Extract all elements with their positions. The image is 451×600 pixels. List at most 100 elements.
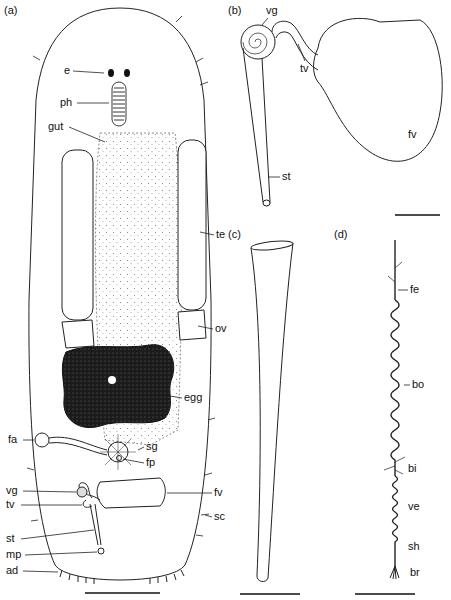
part-label: ov (215, 322, 227, 335)
copulatory-organ-b (272, 21, 318, 55)
part-label: st (282, 170, 291, 183)
leader-lines (23, 440, 34, 441)
part-label: gut (48, 120, 63, 133)
sperm-d (384, 240, 405, 579)
adhesive-glands (69, 574, 70, 580)
part-label: tv (6, 498, 15, 511)
leader-lines (262, 18, 268, 25)
leader-lines (21, 530, 94, 539)
leader-lines (404, 385, 410, 386)
sensory-cilia (176, 16, 182, 22)
leader-lines (268, 177, 280, 178)
leader-lines (21, 505, 82, 506)
female-genital-system (49, 443, 107, 455)
stylet-c (251, 239, 294, 251)
scale-bars (85, 592, 160, 594)
part-label: fe (410, 283, 419, 296)
testes (62, 150, 93, 320)
sensory-cilia (27, 468, 34, 470)
part-label: vg (6, 484, 18, 497)
testes (178, 140, 206, 310)
adhesive-glands (158, 577, 159, 583)
adhesive-glands (60, 570, 62, 577)
part-label: sc (214, 510, 225, 523)
sensory-cilia (208, 418, 215, 420)
sensory-cilia (33, 56, 40, 60)
leader-lines (200, 232, 214, 235)
female-genital-system (117, 456, 122, 461)
panel-letter: (a) (4, 4, 17, 17)
part-label: fv (214, 486, 223, 499)
part-label: sg (146, 440, 158, 453)
panel-letter: (b) (228, 4, 241, 17)
leader-lines (198, 326, 213, 329)
part-label: egg (184, 391, 202, 404)
female-genital-system (35, 433, 136, 470)
adhesive-glands (174, 574, 176, 580)
sensory-cilia (200, 82, 208, 85)
egg (62, 345, 173, 428)
sperm-d (390, 566, 399, 579)
female-genital-system (35, 433, 49, 447)
leader-lines (23, 491, 76, 492)
adhesive-glands (181, 570, 184, 576)
male-genital-system (97, 478, 165, 508)
sperm-d (394, 240, 395, 300)
eyes (108, 69, 130, 77)
sperm-d (388, 262, 402, 282)
scale-bars (395, 214, 440, 216)
female-genital-system (100, 434, 136, 470)
male-genital-system (77, 487, 87, 497)
leader-lines (77, 103, 109, 104)
adhesive-glands (60, 570, 184, 584)
leader-lines (23, 571, 58, 572)
part-label: fp (146, 456, 155, 469)
eyes (108, 69, 114, 77)
part-label: ve (408, 500, 420, 513)
copulatory-organ-b (263, 200, 270, 206)
part-label: tv (300, 62, 309, 75)
adhesive-glands (166, 576, 167, 582)
leader-lines (398, 290, 408, 291)
leader-lines (205, 515, 212, 517)
sensory-cilia (201, 514, 209, 515)
leader-lines (73, 71, 104, 73)
pharynx (112, 82, 126, 126)
sensory-cilia (27, 16, 215, 536)
male-genital-system (98, 548, 104, 554)
part-label: te (216, 228, 225, 241)
sperm-d (393, 476, 398, 566)
testes (62, 140, 206, 320)
leader-lines (167, 493, 212, 494)
egg (62, 345, 173, 428)
copulatory-organ-b (243, 33, 267, 54)
stylet-c (251, 243, 293, 582)
leader-lines (69, 127, 105, 142)
leader-lines (25, 552, 97, 555)
sensory-cilia (205, 473, 212, 475)
panel-letter: (c) (228, 228, 241, 241)
female-genital-system (49, 437, 107, 450)
part-label: br (410, 566, 420, 579)
copulatory-organ-b (314, 18, 443, 161)
panel-letter: (d) (334, 228, 347, 241)
scale-bars (355, 593, 415, 595)
ovaries (62, 310, 206, 348)
stylet-c (251, 239, 294, 581)
pharynx (112, 82, 126, 126)
sensory-cilia (31, 520, 38, 521)
sensory-cilia (196, 535, 203, 536)
part-label: mp (6, 548, 21, 561)
sensory-cilia (196, 58, 203, 62)
part-label: ph (60, 96, 72, 109)
scale-bars (240, 593, 300, 595)
sperm-d (391, 300, 399, 476)
male-genital-system (90, 504, 101, 545)
part-label: bo (412, 378, 424, 391)
leader-lines (170, 396, 182, 398)
ovaries (62, 320, 94, 348)
sperm-d (384, 457, 405, 474)
scale-bars (85, 215, 440, 594)
body-outline (29, 8, 211, 580)
